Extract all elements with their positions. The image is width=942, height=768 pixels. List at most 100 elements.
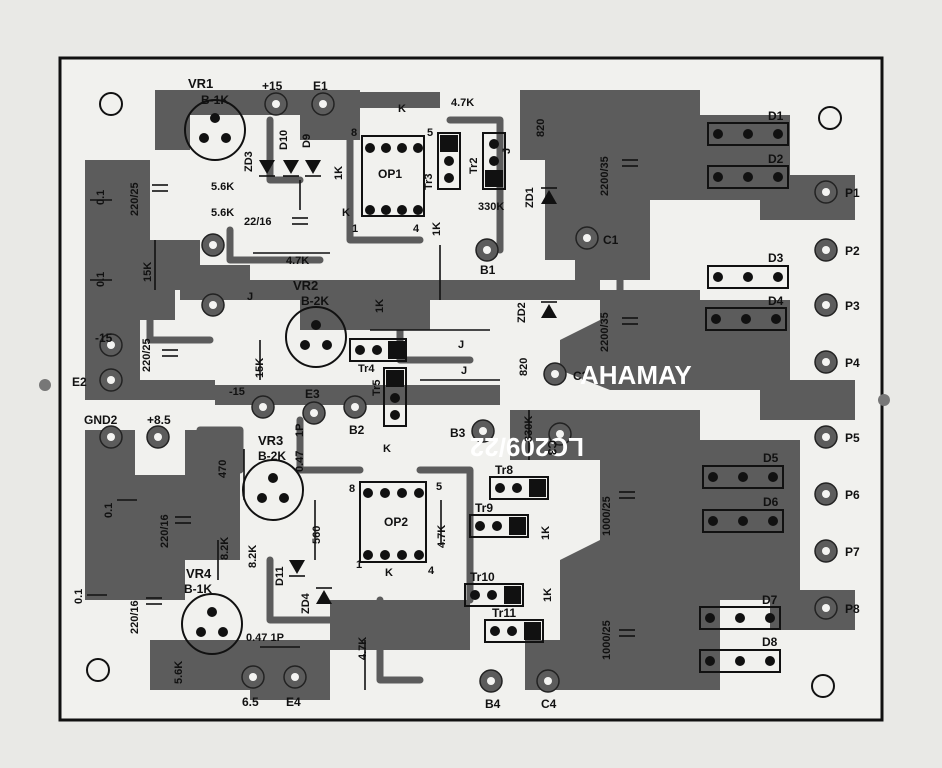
label-82k-a: 8.2K (219, 537, 231, 560)
label-65: 6.5 (242, 695, 259, 709)
label-pin1-op2: 1 (356, 559, 362, 571)
label-j2: J (247, 291, 253, 303)
track-2 (346, 126, 424, 244)
ics (359, 135, 427, 563)
pad-p15 (264, 92, 288, 116)
label-tr4: Tr4 (358, 363, 375, 375)
label-k-c: K (383, 443, 391, 455)
trimmer-vr3 (242, 459, 304, 521)
label-c4: C4 (541, 697, 557, 711)
label-vr3: VR3 (258, 433, 283, 448)
label-01-c: 0.1 (103, 503, 115, 518)
pad-b3 (471, 419, 495, 443)
pad-c4 (536, 669, 560, 693)
pad-e1 (311, 92, 335, 116)
track-3 (446, 116, 504, 254)
transistor-tr3 (437, 132, 461, 190)
cap-1000-25-top (619, 491, 635, 499)
label-047-1p: 0.47 1P (246, 632, 284, 644)
diode-d8 (699, 649, 781, 673)
label-p5: P5 (845, 431, 860, 445)
label-j4: J (461, 365, 467, 377)
diode-d4 (705, 307, 787, 331)
copper-right-mid (560, 290, 855, 420)
track-1 (266, 116, 304, 184)
label-1k-d: 1K (540, 526, 552, 540)
diode-d11 (289, 560, 305, 577)
label-k-b: K (342, 207, 350, 219)
label-047-a: 0.47 (294, 451, 306, 472)
trimmer-vr1 (184, 99, 246, 161)
transistor-tr2 (482, 132, 506, 190)
zener-zd3 (259, 160, 275, 177)
label-p15: +15 (262, 79, 283, 93)
label-pin5-op1: 5 (427, 127, 433, 139)
trimmer-vr4 (181, 593, 243, 655)
diode-d7 (699, 606, 781, 630)
label-pin1-op1: 1 (352, 223, 358, 235)
cap-220-25-top (152, 184, 168, 192)
pad-gnd2 (99, 425, 123, 449)
track-8 (416, 466, 474, 604)
label-p3: P3 (845, 299, 860, 313)
mounting-holes (86, 92, 842, 698)
label-15k-b: 15K (254, 358, 266, 378)
track-4 (226, 226, 324, 264)
track-7 (296, 416, 364, 474)
label-tr2: Tr2 (468, 157, 480, 174)
cap-220-25-bot (162, 349, 178, 357)
mount-hole-bl (86, 658, 110, 682)
label-zd3: ZD3 (243, 151, 255, 172)
pad-e4 (283, 665, 307, 689)
diode-d1 (707, 122, 789, 146)
label-560: 560 (311, 526, 323, 544)
label-tr11: Tr11 (492, 606, 516, 620)
label-pin4-op2: 4 (428, 565, 435, 577)
cap-1000-25-bot (619, 629, 635, 637)
cap-2200-35-top (622, 159, 638, 167)
label-220-25-a: 220/25 (129, 182, 141, 216)
label-gnd2: GND2 (84, 413, 118, 427)
trimmer-vr2 (285, 306, 347, 368)
label-p2: P2 (845, 244, 860, 258)
pad-e3 (302, 401, 326, 425)
pad-p3 (814, 293, 838, 317)
track-layer (146, 116, 624, 684)
label-220-16-b: 220/16 (129, 600, 141, 634)
pad-p1 (814, 180, 838, 204)
label-op2: OP2 (384, 515, 408, 529)
pad-p7 (814, 539, 838, 563)
trimmers (181, 99, 347, 655)
label-pin4-op1: 4 (413, 223, 420, 235)
pad-c2 (543, 362, 567, 386)
label-1k-e: 1K (542, 588, 554, 602)
label-pin8-op1: 8 (351, 127, 357, 139)
board-mount-left (39, 379, 51, 391)
label-vr3-value: B-2K (258, 449, 286, 463)
label-d3: D3 (768, 251, 784, 265)
label-b3: B3 (450, 426, 466, 440)
label-b4: B4 (485, 697, 501, 711)
track-12 (376, 596, 424, 684)
label-15k-a: 15K (142, 262, 154, 282)
pad-p8 (814, 596, 838, 620)
label-d2: D2 (768, 152, 784, 166)
label-820-b: 820 (518, 358, 530, 376)
ic-op1 (361, 135, 425, 217)
label-2200-35-a: 2200/35 (599, 156, 611, 196)
pad-c3 (548, 422, 572, 446)
copper-mid-band (215, 385, 500, 405)
copper-bottom-left (150, 640, 330, 700)
pad-b2 (343, 395, 367, 419)
pad-p2 (814, 238, 838, 262)
track-6 (146, 296, 214, 344)
pad-m15b (251, 395, 275, 419)
label-82k-b: 8.2K (247, 545, 259, 568)
label-330k-b: 330K (523, 416, 535, 442)
label-d6: D6 (763, 495, 779, 509)
capacitors (146, 159, 638, 637)
label-p4: P4 (845, 356, 860, 370)
transistor-tr8 (489, 476, 549, 500)
cap-220-16-a (175, 516, 191, 524)
